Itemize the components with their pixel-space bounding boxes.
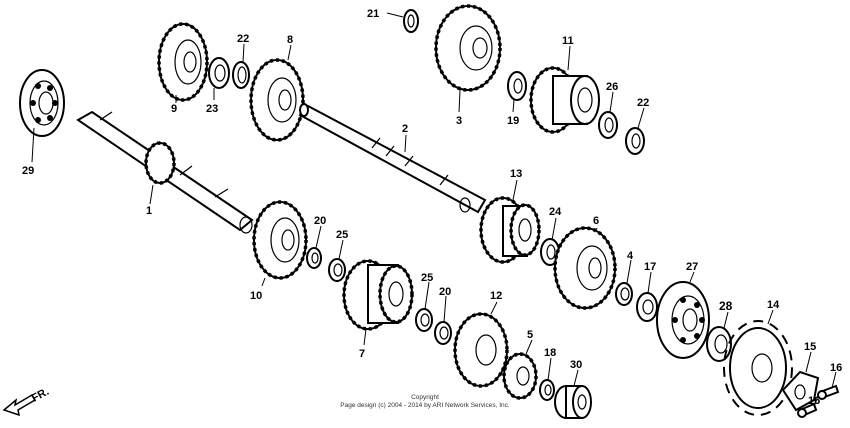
- copyright-title: Copyright: [411, 394, 439, 401]
- callout-10: 10: [250, 290, 262, 302]
- callout-20-upper: 20: [314, 215, 326, 227]
- callout-4: 4: [627, 250, 634, 262]
- fr-arrow-icon: [2, 393, 37, 417]
- callout-22-upper: 22: [237, 33, 249, 45]
- part-23-washer[interactable]: [208, 57, 230, 89]
- callout-19: 19: [507, 115, 519, 127]
- part-16-bolt-upper[interactable]: [817, 384, 840, 400]
- part-11-gear[interactable]: [529, 66, 600, 134]
- callout-8: 8: [287, 34, 293, 46]
- callout-11: 11: [562, 35, 574, 47]
- callout-18: 18: [544, 347, 556, 359]
- callout-13: 13: [510, 168, 522, 180]
- part-19-washer[interactable]: [507, 71, 527, 101]
- leader-lines: [31, 12, 837, 408]
- part-10-gear[interactable]: [252, 200, 308, 280]
- part-2-countershaft[interactable]: [298, 103, 487, 214]
- part-22-circlip-lower[interactable]: [625, 127, 645, 155]
- part-1-mainshaft[interactable]: [76, 110, 254, 234]
- callout-numbers: 1 2 3 4 5 6 7 8 9 10 11 12 13 14 15 16 1…: [22, 8, 842, 407]
- callout-16-lower: 16: [808, 395, 820, 407]
- callout-14: 14: [767, 299, 780, 311]
- part-17-washer[interactable]: [636, 292, 658, 322]
- callout-6: 6: [593, 215, 599, 227]
- copyright-notice: Copyright Page design (c) 2004 - 2014 by…: [340, 394, 510, 409]
- callout-26: 26: [606, 81, 618, 93]
- part-26-washer[interactable]: [598, 111, 618, 139]
- part-22-circlip-upper[interactable]: [232, 61, 250, 89]
- part-18-washer[interactable]: [539, 379, 555, 401]
- callout-16-upper: 16: [830, 362, 842, 374]
- fr-label: FR.: [30, 386, 51, 405]
- callout-2: 2: [402, 123, 408, 135]
- callout-1: 1: [146, 205, 152, 217]
- callout-7: 7: [359, 348, 365, 360]
- part-27-bearing[interactable]: [656, 281, 710, 359]
- part-25-circlip-upper[interactable]: [328, 258, 346, 282]
- part-6-gear[interactable]: [553, 226, 617, 310]
- part-16-bolt-lower[interactable]: [797, 402, 818, 418]
- part-29-bearing[interactable]: [19, 69, 65, 137]
- callout-24: 24: [549, 206, 562, 218]
- callout-27: 27: [686, 261, 698, 273]
- part-7-gear[interactable]: [342, 259, 414, 331]
- part-20-washer-lower[interactable]: [434, 321, 452, 345]
- front-direction-indicator: FR.: [2, 386, 51, 417]
- callout-25-lower: 25: [421, 272, 433, 284]
- part-21-washer[interactable]: [403, 9, 419, 33]
- part-3-gear[interactable]: [434, 4, 502, 92]
- part-4-washer[interactable]: [615, 282, 633, 306]
- callout-12: 12: [490, 290, 502, 302]
- callout-23: 23: [206, 103, 218, 115]
- callout-29: 29: [22, 165, 34, 177]
- part-25-circlip-lower[interactable]: [415, 308, 433, 332]
- part-9-gear[interactable]: [157, 22, 209, 102]
- callout-17: 17: [644, 261, 656, 273]
- callout-22-lower: 22: [637, 97, 649, 109]
- part-15-fixing-plate[interactable]: [781, 370, 820, 412]
- part-8-gear[interactable]: [249, 58, 305, 142]
- callout-20-lower: 20: [439, 286, 451, 298]
- callout-21: 21: [367, 8, 379, 20]
- part-13-gear[interactable]: [479, 196, 541, 264]
- part-5-gear[interactable]: [502, 352, 538, 400]
- callout-3: 3: [456, 115, 462, 127]
- part-12-gear[interactable]: [453, 312, 509, 388]
- callout-5: 5: [527, 329, 533, 341]
- callout-25-upper: 25: [336, 229, 348, 241]
- copyright-text: Page design (c) 2004 - 2014 by ARI Netwo…: [340, 402, 510, 409]
- part-14-drive-sprocket[interactable]: [723, 320, 793, 416]
- part-30-bushing[interactable]: [554, 385, 592, 419]
- part-28-oil-seal[interactable]: [706, 326, 732, 362]
- callout-30: 30: [570, 359, 582, 371]
- part-20-washer-upper[interactable]: [306, 247, 322, 269]
- callout-28: 28: [719, 299, 733, 313]
- callout-15: 15: [804, 341, 816, 353]
- callout-9: 9: [171, 103, 177, 115]
